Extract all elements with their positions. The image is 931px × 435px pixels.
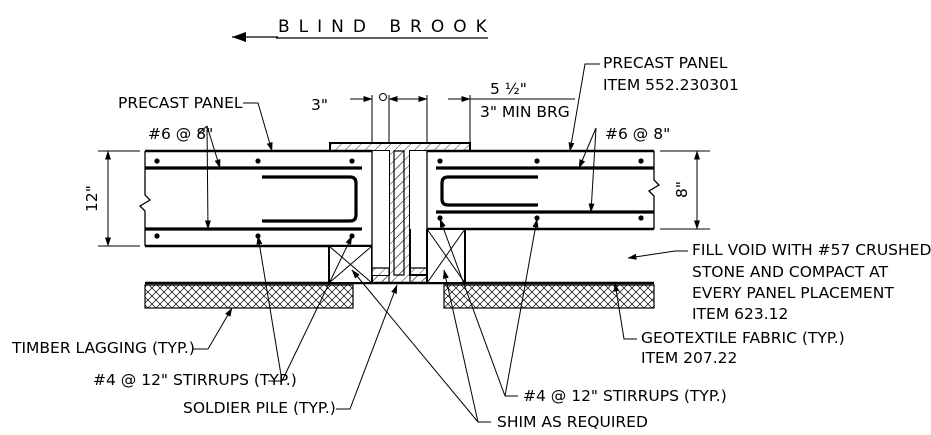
- label-rebar-right: #6 @ 8": [605, 125, 670, 143]
- shim-block-right-cross: [426, 228, 466, 284]
- leader-precast-panel-right: [568, 63, 600, 152]
- leader-rebar-left-2: [204, 125, 211, 230]
- rebar-dot: [349, 158, 355, 164]
- leader-rebar-left-stub: [197, 125, 208, 135]
- dimension-3in: 3": [311, 93, 411, 143]
- rebar-dot: [534, 158, 540, 164]
- precast-panel-right: [426, 149, 661, 284]
- timber-lagging: [144, 284, 655, 309]
- dimension-8in: 8": [660, 150, 710, 230]
- shim-block-left-cross: [328, 245, 373, 284]
- dimension-12in: 12": [83, 150, 140, 247]
- leader-geotextile: [613, 282, 637, 340]
- leader-fill-void: [627, 250, 688, 260]
- label-stirrups-right: #4 @ 12" STIRRUPS (TYP.): [523, 387, 727, 405]
- dim-3in-label: 3": [311, 96, 328, 114]
- label-stirrups-left: #4 @ 12" STIRRUPS (TYP.): [93, 371, 297, 389]
- rebar-dot: [154, 158, 160, 164]
- panel-right-break-line: [647, 151, 661, 229]
- leader-shim-left: [351, 269, 479, 423]
- leader-stirrups-left-1: [256, 235, 283, 382]
- leader-rebar-left-1: [206, 125, 221, 169]
- label-soldier-pile: SOLDIER PILE (TYP.): [183, 399, 336, 417]
- label-timber-lagging: TIMBER LAGGING (TYP.): [11, 339, 195, 357]
- label-geotextile-2: ITEM 207.22: [641, 349, 737, 367]
- dim-5half-label: 5 ½": [490, 80, 527, 98]
- leader-shim-right: [442, 269, 479, 423]
- label-fill-void-1: FILL VOID WITH #57 CRUSHED: [692, 241, 931, 259]
- leader-soldier-pile: [336, 284, 398, 410]
- label-fill-void-2: STONE AND COMPACT AT: [692, 263, 889, 281]
- rebar-dot: [638, 158, 644, 164]
- label-precast-panel-right: PRECAST PANEL: [603, 54, 728, 72]
- label-geotextile-1: GEOTEXTILE FABRIC (TYP.): [641, 329, 845, 347]
- leader-rebar-right-1: [578, 127, 597, 169]
- precast-panel-left: [138, 149, 373, 284]
- label-rebar-left: #6 @ 8": [148, 125, 213, 143]
- panel-left-break-line: [138, 151, 152, 246]
- leader-timber-lagging: [193, 307, 233, 350]
- label-fill-void-4: ITEM 623.12: [692, 305, 788, 323]
- leader-stirrups-right-2: [504, 218, 539, 397]
- leader-rebar-right-2: [588, 127, 597, 213]
- label-fill-void-3: EVERY PANEL PLACEMENT: [692, 284, 894, 302]
- stirrup-left: [262, 175, 358, 223]
- timber-lagging-left: [144, 284, 354, 309]
- flow-arrow-head: [232, 32, 246, 42]
- title-blind-brook: BLIND BROOK: [278, 17, 496, 37]
- leader-stirrups-left-2: [281, 235, 353, 382]
- dimension-5half: 5 ½" 3" MIN BRG: [407, 80, 575, 143]
- label-precast-item: ITEM 552.230301: [603, 76, 739, 94]
- label-shim: SHIM AS REQUIRED: [497, 413, 648, 431]
- callouts: PRECAST PANEL #6 @ 8" PRECAST PANEL ITEM…: [11, 54, 931, 431]
- rebar-dot: [437, 158, 443, 164]
- pile-bottom-flange: [371, 267, 428, 284]
- rebar-dot: [255, 158, 261, 164]
- pile-web: [393, 150, 405, 276]
- dim-centerline-circle: [379, 93, 387, 101]
- rebar-dot: [638, 215, 644, 221]
- pile-web-gap: [372, 151, 427, 275]
- rebar-dot: [154, 233, 160, 239]
- label-precast-panel-left: PRECAST PANEL: [118, 94, 243, 112]
- dim-12in-label: 12": [83, 185, 101, 212]
- stirrup-right: [440, 175, 538, 207]
- dim-8in-label: 8": [673, 181, 691, 198]
- flow-direction: BLIND BROOK: [232, 17, 496, 42]
- leader-stirrups-right-1: [439, 218, 506, 397]
- timber-lagging-right: [443, 284, 655, 309]
- dim-min-brg-label: 3" MIN BRG: [480, 103, 570, 121]
- leader-precast-panel-left: [243, 102, 273, 152]
- soldier-pile: [329, 142, 471, 284]
